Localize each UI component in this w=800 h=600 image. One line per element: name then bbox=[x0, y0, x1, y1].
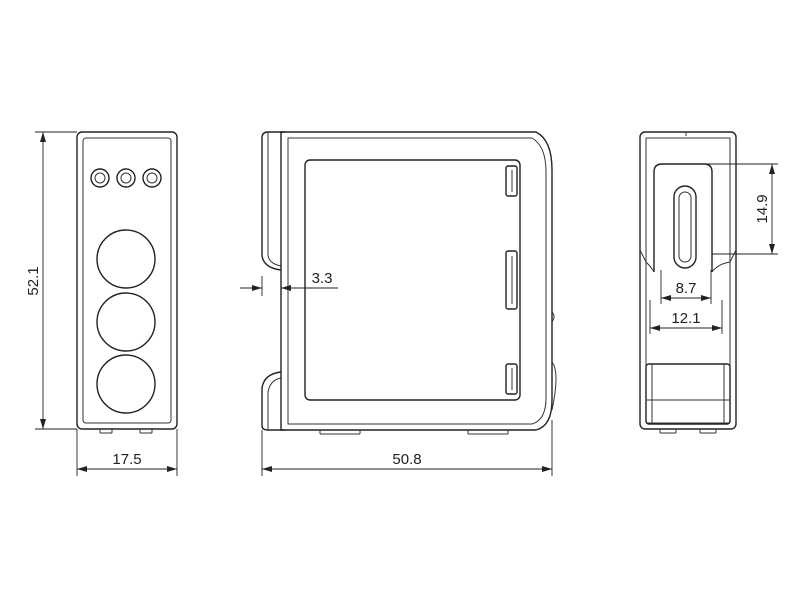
dimension-bracket-width: 12.1 bbox=[649, 300, 723, 334]
rear-view-outline bbox=[639, 131, 737, 430]
front-button-bottom bbox=[96, 354, 156, 414]
label-slot-height: 14.9 bbox=[754, 194, 771, 223]
label-front-height: 52.1 bbox=[25, 266, 42, 295]
front-button-middle bbox=[96, 292, 156, 352]
side-view: 3.3 50.8 bbox=[240, 131, 557, 476]
dimension-slot-height: 14.9 bbox=[696, 163, 778, 255]
latch-tab-middle bbox=[505, 250, 518, 310]
side-window bbox=[304, 159, 521, 401]
side-view-body bbox=[280, 131, 553, 431]
rear-view: 14.9 8.7 12.1 bbox=[639, 131, 778, 434]
indicator-leds bbox=[90, 168, 162, 188]
front-view-inner-outline bbox=[82, 137, 172, 424]
rear-bracket bbox=[653, 163, 713, 272]
side-flange-bottom bbox=[261, 371, 285, 431]
label-side-offset: 3.3 bbox=[312, 270, 333, 287]
front-view: 52.1 17.5 bbox=[25, 131, 178, 476]
latch-tab-bottom bbox=[505, 363, 518, 395]
label-side-width: 50.8 bbox=[392, 451, 421, 468]
led-1 bbox=[90, 168, 110, 188]
rear-lower-block bbox=[645, 363, 731, 425]
rear-slot-outer bbox=[673, 185, 697, 269]
dimension-front-width: 17.5 bbox=[76, 429, 178, 476]
dimension-side-offset: 3.3 bbox=[240, 270, 338, 296]
label-front-width: 17.5 bbox=[112, 451, 141, 468]
front-button-top bbox=[96, 229, 156, 289]
dimension-slot-width: 8.7 bbox=[660, 270, 712, 304]
led-3 bbox=[142, 168, 162, 188]
side-view-inner bbox=[287, 137, 547, 425]
label-slot-width: 8.7 bbox=[676, 280, 697, 297]
latch-tab-top bbox=[505, 165, 518, 197]
led-2 bbox=[116, 168, 136, 188]
dimension-front-height: 52.1 bbox=[25, 131, 77, 430]
dimension-side-width: 50.8 bbox=[261, 420, 553, 476]
label-bracket-width: 12.1 bbox=[671, 310, 700, 327]
front-view-outline bbox=[76, 131, 178, 430]
rear-slot-inner bbox=[678, 191, 692, 263]
